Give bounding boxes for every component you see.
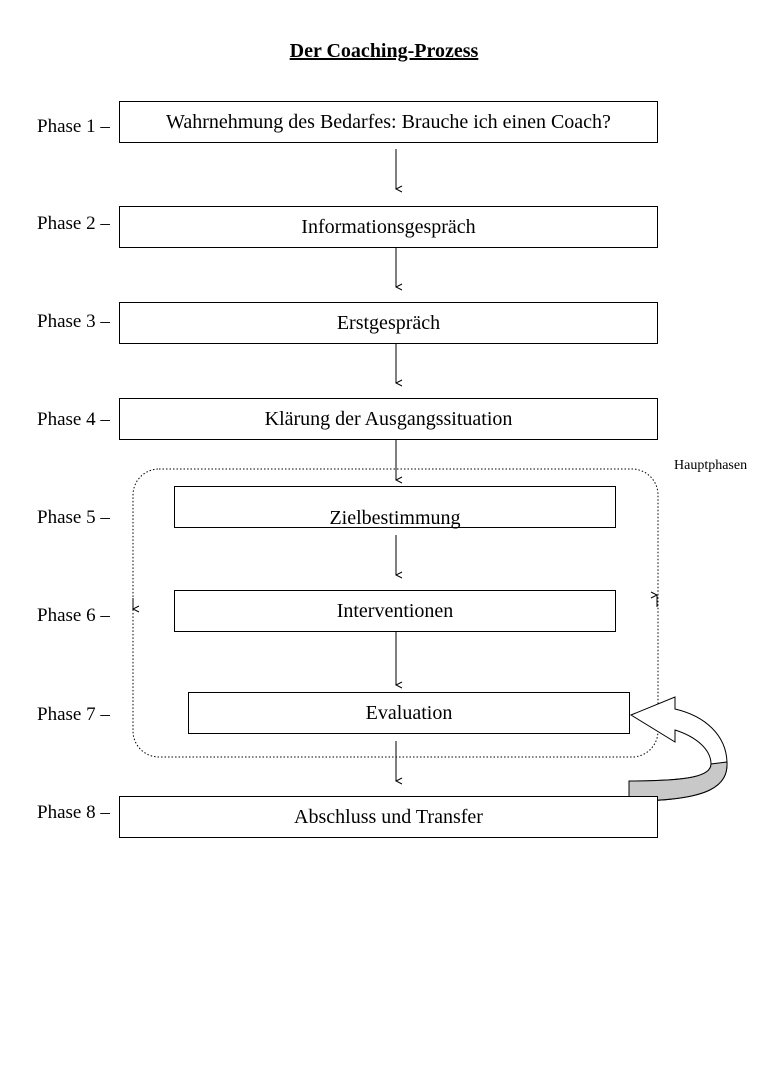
diagram-title: Der Coaching-Prozess [289, 40, 479, 62]
phase-1-box: Wahrnehmung des Bedarfes: Brauche ich ei… [119, 101, 658, 143]
phase-5-box: Zielbestimmung [174, 486, 616, 529]
phase-2-text: Informationsgespräch [301, 215, 476, 238]
phase-3-text: Erstgespräch [336, 311, 441, 334]
phase-1-text: Wahrnehmung des Bedarfes: Brauche ich ei… [166, 110, 611, 133]
phase-4-box: Klärung der Ausgangssituation [119, 398, 658, 440]
phase-4-text: Klärung der Ausgangssituation [264, 407, 513, 430]
phase-4-label: Phase 4 – [37, 409, 110, 430]
phase-6-label: Phase 6 – [37, 605, 110, 626]
phase-6-box: Interventionen [174, 590, 616, 632]
phase-7-text: Evaluation [365, 701, 453, 724]
phase-1-label: Phase 1 – [37, 116, 110, 137]
phase-2-label: Phase 2 – [37, 213, 110, 234]
phase-7-label: Phase 7 – [37, 704, 110, 725]
main-phases-label: Hauptphasen [674, 458, 748, 473]
phase-3-box: Erstgespräch [119, 302, 658, 344]
phase-7-box: Evaluation [188, 692, 630, 734]
phase-5-text: Zielbestimmung [329, 507, 461, 529]
phase-5-label: Phase 5 – [37, 507, 110, 528]
loop-back-arrow-shade [628, 761, 728, 802]
phase-8-label: Phase 8 – [37, 802, 110, 823]
phase-3-label: Phase 3 – [37, 311, 110, 332]
phase-8-text: Abschluss und Transfer [294, 805, 483, 828]
phase-2-box: Informationsgespräch [119, 206, 658, 248]
phase-6-text: Interventionen [336, 599, 454, 622]
phase-8-box: Abschluss und Transfer [119, 796, 658, 838]
